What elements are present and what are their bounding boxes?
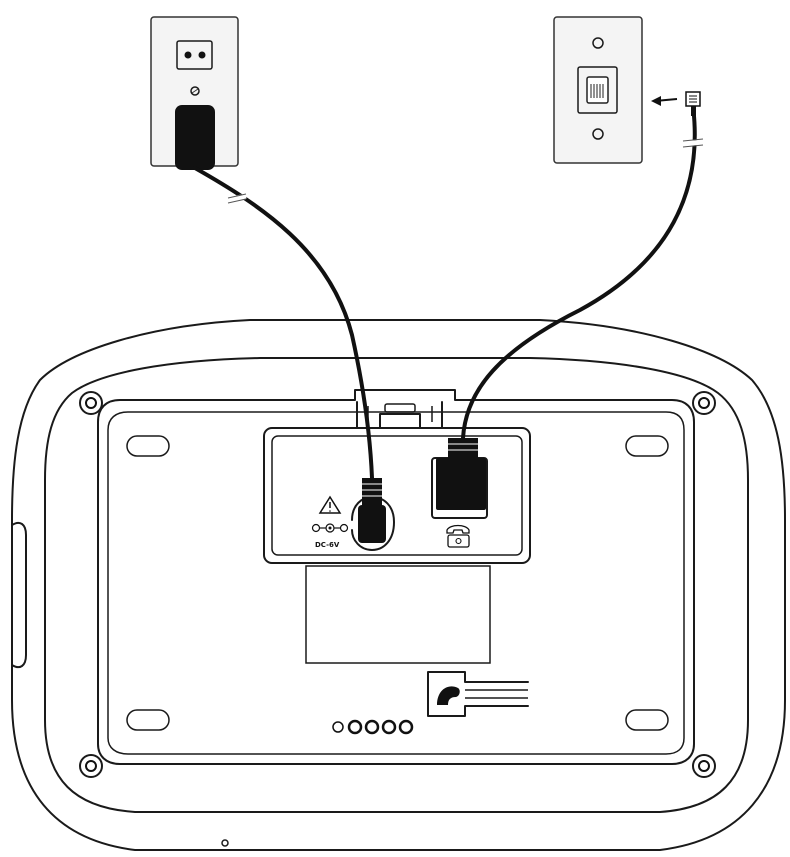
- power-cord: [193, 166, 374, 480]
- jack-panel: [263, 427, 531, 564]
- screw-top-left: [79, 391, 103, 415]
- wall-power-outlet: [150, 16, 239, 167]
- warning-icon: [318, 495, 342, 514]
- telephone-line-plug: [685, 91, 701, 116]
- mount-slot-bottom-right: [625, 709, 669, 731]
- power-adapter: [175, 105, 215, 170]
- cord-break-mark: [227, 193, 247, 204]
- indicator-dots: [332, 719, 414, 735]
- screw-top-right: [692, 391, 716, 415]
- telephone-line-cord: [461, 114, 697, 440]
- dc-polarity-icon: [311, 523, 349, 533]
- screw-bottom-right: [692, 754, 716, 778]
- cord-break-mark: [682, 138, 704, 148]
- telephone-plug: [436, 438, 486, 510]
- phone-base: [11, 319, 786, 851]
- cord-clip: [356, 401, 443, 429]
- telephone-line-icon: [446, 524, 470, 548]
- arrow-left-icon: [651, 96, 678, 106]
- wall-phone-jack: [553, 16, 643, 164]
- dc-plug: [358, 478, 386, 543]
- wall-mount-icon: [427, 671, 529, 717]
- screw-bottom-left: [79, 754, 103, 778]
- outlet-screw: [190, 86, 200, 96]
- product-label-area: [305, 565, 491, 664]
- dc-input-label: DC-6V: [315, 541, 340, 549]
- mount-slot-bottom-left: [126, 709, 170, 731]
- mount-slot-top-left: [126, 435, 170, 457]
- mount-slot-top-right: [625, 435, 669, 457]
